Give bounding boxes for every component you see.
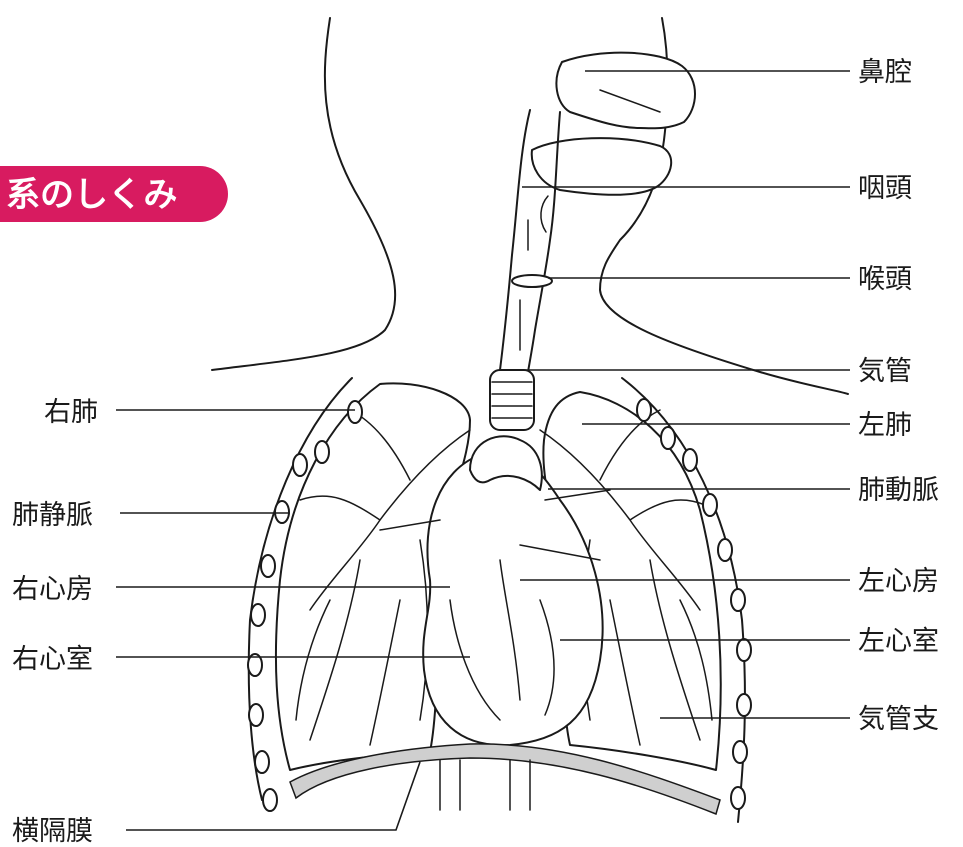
rib (731, 589, 745, 611)
larynx-ring (512, 275, 552, 287)
label-right-lung: 右肺 (44, 397, 98, 428)
rib (731, 787, 745, 809)
label-pulmonary-vein: 肺静脈 (12, 500, 93, 531)
label-left-lung: 左肺 (858, 410, 912, 441)
label-nasal-cavity: 鼻腔 (858, 57, 912, 88)
title-text: 系のしくみ (6, 175, 177, 215)
label-left-ventricle: 左心室 (858, 626, 939, 657)
rib (733, 741, 747, 763)
nasal-cavity (556, 53, 695, 129)
rib (315, 441, 329, 463)
pharynx-wall-left (500, 110, 530, 370)
rib (348, 401, 362, 423)
rib (718, 539, 732, 561)
label-pharynx: 咽頭 (858, 173, 912, 204)
rib (261, 555, 275, 577)
esophagus-lines (440, 760, 530, 810)
rib (683, 449, 697, 471)
rib (703, 494, 717, 516)
rib (251, 604, 265, 626)
label-trachea: 気管 (858, 356, 912, 387)
label-right-atrium: 右心房 (12, 574, 93, 605)
title-badge: 系のしくみ (0, 166, 228, 222)
label-diaphragm: 横隔膜 (12, 816, 93, 847)
rib (661, 427, 675, 449)
trachea-tube (490, 370, 534, 430)
rib (263, 789, 277, 811)
neck-shoulder-left (212, 18, 395, 370)
label-left-atrium: 左心房 (858, 566, 939, 597)
trachea (490, 370, 534, 430)
label-right-ventricle: 右心室 (12, 644, 93, 675)
rib (737, 694, 751, 716)
label-larynx: 喉頭 (858, 264, 912, 295)
rib (637, 399, 651, 421)
label-pulmonary-artery: 肺動脈 (858, 475, 939, 506)
epiglottis (541, 196, 548, 232)
upper-airway (500, 53, 695, 372)
rib (255, 751, 269, 773)
label-bronchi: 気管支 (858, 704, 939, 735)
rib (293, 454, 307, 476)
rib (249, 704, 263, 726)
rib (275, 501, 289, 523)
rib (737, 639, 751, 661)
